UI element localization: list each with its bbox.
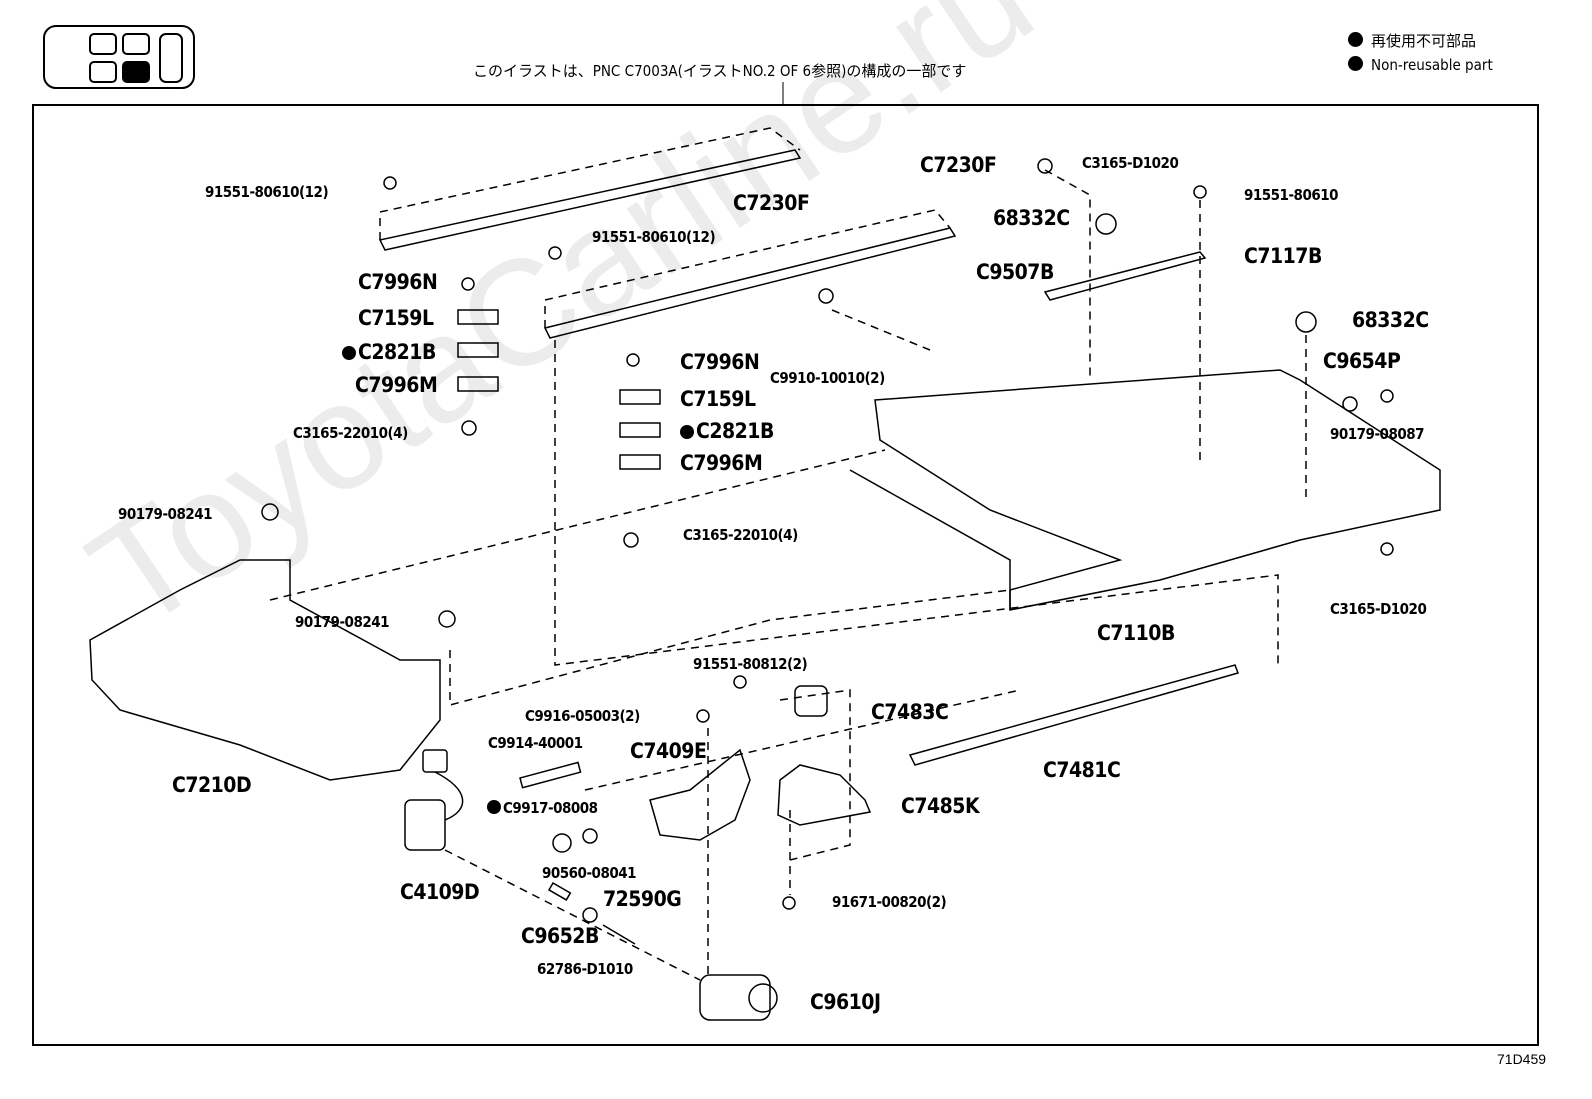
part-label[interactable]: C3165-22010(4) xyxy=(293,424,408,442)
part-label[interactable]: C4109D xyxy=(400,880,480,904)
rail-c7230f-upper xyxy=(378,149,802,251)
part-label[interactable]: C7996N xyxy=(358,270,438,294)
locator-icon xyxy=(43,25,195,89)
rail-c7230f-lower xyxy=(543,227,957,339)
part-label[interactable]: C7159L xyxy=(358,306,434,330)
part-label[interactable]: C7481C xyxy=(1043,758,1121,782)
part-label[interactable]: 90560-08041 xyxy=(542,864,637,882)
part-label[interactable]: C7996N xyxy=(680,350,760,374)
part-label[interactable]: C7996M xyxy=(355,373,438,397)
filled-circle-icon xyxy=(1348,32,1363,47)
motor-c9610j xyxy=(699,974,771,1021)
part-label-text: C2821B xyxy=(358,340,436,364)
legend-item-en: Non-reusable part xyxy=(1348,56,1493,74)
part-label[interactable]: 90179-08087 xyxy=(1330,425,1425,443)
part-label[interactable]: C7210D xyxy=(172,773,252,797)
part-label[interactable]: C7110B xyxy=(1097,621,1175,645)
seat-frame-c7110b xyxy=(874,369,1441,611)
part-label[interactable]: C9654P xyxy=(1323,349,1401,373)
legend-item-ja: 再使用不可部品 xyxy=(1348,30,1476,51)
part-label[interactable]: C3165-22010(4) xyxy=(683,526,798,544)
part-label[interactable]: C7485K xyxy=(901,794,980,818)
part-label[interactable]: C7230F xyxy=(920,153,997,177)
part-label-nonreusable[interactable]: C9917-08008 xyxy=(487,799,598,817)
part-label[interactable]: C9610J xyxy=(810,990,881,1014)
part-label[interactable]: 91551-80812(2) xyxy=(693,655,808,673)
part-label[interactable]: 91551-80610 xyxy=(1244,186,1339,204)
part-label[interactable]: C7483C xyxy=(871,700,949,724)
part-label[interactable]: 90179-08241 xyxy=(118,505,213,523)
rod-c7481c xyxy=(908,664,1239,766)
part-label[interactable]: C9914-40001 xyxy=(488,734,583,752)
legend-label: Non-reusable part xyxy=(1371,56,1493,74)
nonreusable-icon xyxy=(487,800,501,814)
part-label-nonreusable[interactable]: C2821B xyxy=(342,340,436,364)
part-label[interactable]: C7996M xyxy=(680,451,763,475)
block-c7483c xyxy=(794,685,828,717)
part-label[interactable]: C3165-D1020 xyxy=(1082,154,1179,172)
part-label[interactable]: 68332C xyxy=(1352,308,1429,332)
part-label[interactable]: C9910-10010(2) xyxy=(770,369,885,387)
illustration-frame xyxy=(32,104,1539,1046)
part-label[interactable]: C7159L xyxy=(680,387,756,411)
part-label[interactable]: 91551-80610(12) xyxy=(592,228,716,246)
part-label[interactable]: C7230F xyxy=(733,191,810,215)
illustration-note: このイラストは、PNC C7003A(イラストNO.2 OF 6参照)の構成の一… xyxy=(473,62,967,80)
part-label[interactable]: 72590G xyxy=(603,887,682,911)
part-label[interactable]: 62786-D1010 xyxy=(537,960,633,978)
legend-label: 再使用不可部品 xyxy=(1371,32,1477,50)
part-label[interactable]: C9652B xyxy=(521,924,599,948)
actuator-c4109d xyxy=(404,799,446,851)
illustration-code: 71D459 xyxy=(1497,1051,1547,1067)
part-label-nonreusable[interactable]: C2821B xyxy=(680,419,774,443)
part-label[interactable]: C3165-D1020 xyxy=(1330,600,1427,618)
part-label-text: C2821B xyxy=(696,419,774,443)
nonreusable-icon xyxy=(342,346,356,360)
part-label[interactable]: 91671-00820(2) xyxy=(832,893,947,911)
part-label-text: C9917-08008 xyxy=(503,799,598,817)
bracket-c7409e xyxy=(649,748,751,841)
bar-c7117b xyxy=(1043,251,1207,301)
nonreusable-icon xyxy=(680,425,694,439)
part-label[interactable]: C9507B xyxy=(976,260,1054,284)
part-label[interactable]: C9916-05003(2) xyxy=(525,707,640,725)
part-label[interactable]: C7409E xyxy=(630,739,707,763)
part-label[interactable]: 91551-80610(12) xyxy=(205,183,329,201)
part-label[interactable]: 68332C xyxy=(993,206,1070,230)
part-label[interactable]: C7117B xyxy=(1244,244,1322,268)
bracket-c7485k xyxy=(777,764,872,826)
cover-c7210d xyxy=(89,559,441,781)
part-label[interactable]: 90179-08241 xyxy=(295,613,390,631)
filled-circle-icon xyxy=(1348,56,1363,71)
